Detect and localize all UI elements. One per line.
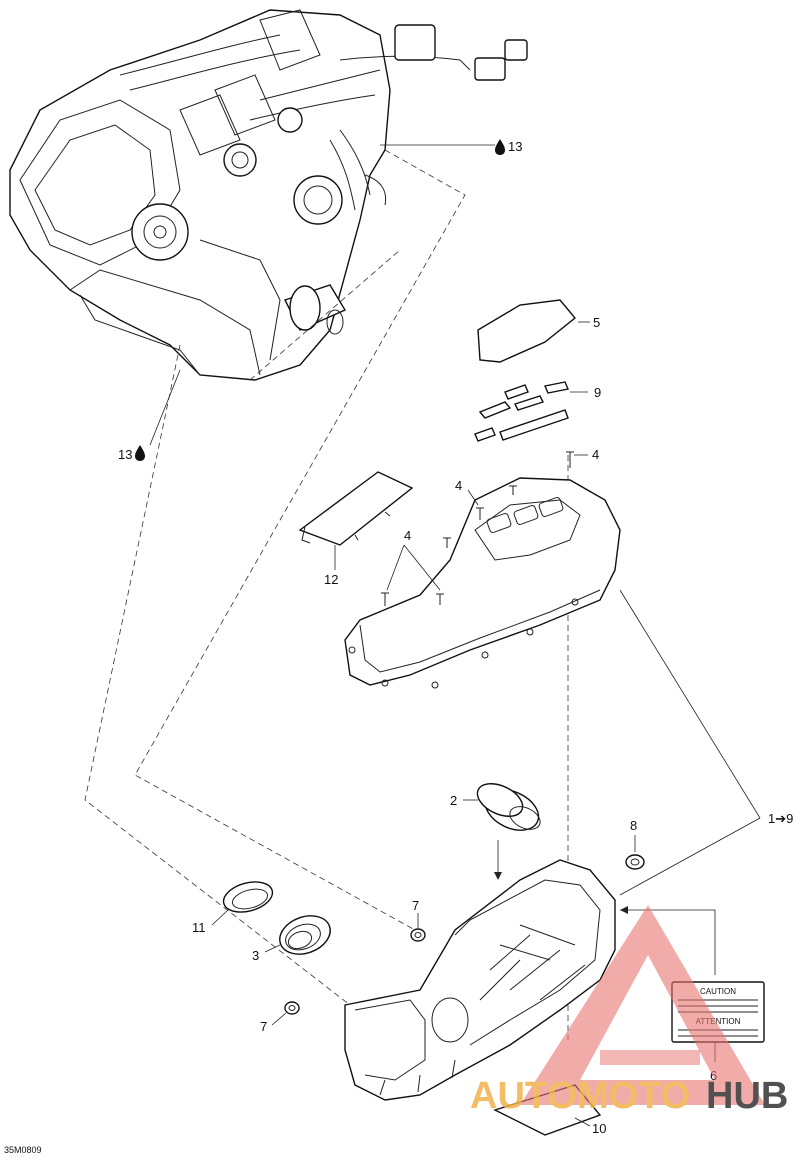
callout-13-top: 13	[508, 139, 522, 154]
watermark-text-right: HUB	[706, 1075, 788, 1117]
part-12-deflector	[298, 471, 414, 570]
part-11-clamp	[211, 881, 274, 926]
callout-2: 2	[450, 793, 457, 808]
callout-7-bottom: 7	[260, 1019, 267, 1034]
oil-drop-icon	[135, 445, 145, 461]
part-2-grommet	[463, 783, 541, 880]
automotohub-watermark: AUTOMOTO HUB	[470, 905, 788, 1117]
part-1-lower-base	[344, 859, 616, 1101]
callout-11: 11	[192, 920, 206, 935]
callout-7-top: 7	[412, 898, 419, 913]
callout-labels: 5 9 4 4 4 12 2 1➔9 8 7 11 3 7 6 10 13 13	[118, 139, 793, 1136]
callout-5: 5	[593, 315, 600, 330]
part-5-pad	[477, 299, 590, 363]
callout-1-9: 1➔9	[768, 811, 793, 826]
part-13-leaders	[149, 144, 495, 446]
callout-3: 3	[252, 948, 259, 963]
part-1-upper-cover	[344, 477, 621, 689]
part-7-nuts	[271, 913, 426, 1026]
callout-13-bottom: 13	[118, 447, 132, 462]
oil-drop-icon	[495, 139, 505, 155]
callout-4-top: 4	[592, 447, 599, 462]
callout-8: 8	[630, 818, 637, 833]
engine-assembly	[9, 9, 528, 381]
watermark-text-left: AUTOMOTO	[470, 1075, 690, 1117]
watermark-triangle-icon	[520, 905, 765, 1105]
part-9-strips	[474, 381, 588, 442]
part-3-boot	[264, 915, 331, 955]
drawing-code: 35M0809	[4, 1145, 42, 1155]
callout-4-mid: 4	[455, 478, 462, 493]
assembly-guide-lines	[84, 149, 569, 1040]
label-plate-heading-1: CAUTION	[700, 987, 736, 996]
callout-12: 12	[324, 572, 338, 587]
label-plate-heading-2: ATTENTION	[696, 1017, 741, 1026]
callout-9: 9	[594, 385, 601, 400]
part-4-screws	[381, 451, 588, 606]
callout-10: 10	[592, 1121, 606, 1136]
callout-4-left: 4	[404, 528, 411, 543]
part-8-nut	[625, 835, 645, 870]
group-1-9-leaders	[619, 589, 761, 896]
